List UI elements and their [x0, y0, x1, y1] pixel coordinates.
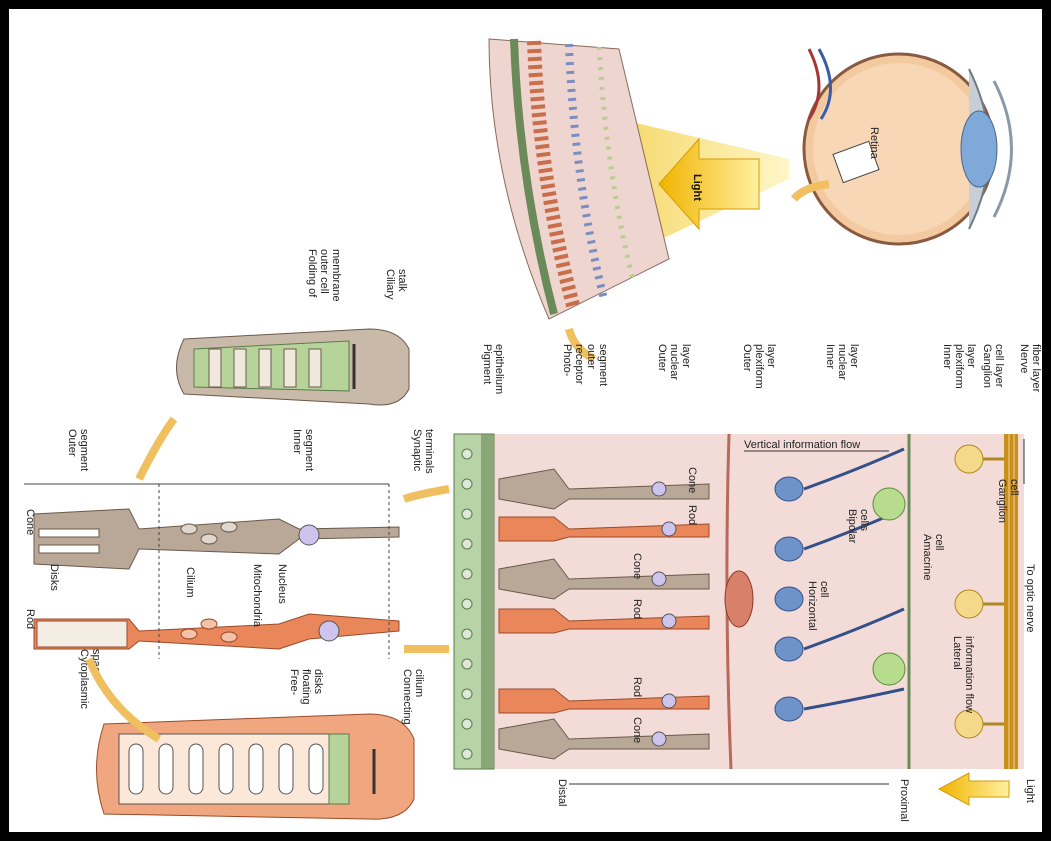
receptor-label-2: Cone: [631, 553, 643, 579]
folding-label: Folding ofouter cellmembrane: [306, 249, 342, 302]
distal-label: Distal: [556, 779, 568, 807]
to-optic-nerve-label: To optic nerve: [1024, 564, 1036, 632]
retina-wedge: [489, 39, 669, 319]
retina-diagram: Retina Light: [9, 9, 1042, 832]
rod-part-label: Rod: [24, 609, 36, 629]
proximal-label: Proximal: [898, 779, 910, 822]
ciliary-stalk-label: Ciliarystalk: [384, 269, 408, 300]
retina-label: Retina: [868, 127, 880, 160]
cone-zoom-arrow: [139, 419, 174, 479]
outer-segment-label: Outersegment: [66, 429, 90, 471]
figure-frame: Retina Light: [6, 6, 1045, 835]
synaptic-terminals-label: Synapticterminals: [411, 429, 435, 474]
connecting-cilium-label: Connectingcilium: [401, 669, 425, 725]
cone-part-label: Cone: [24, 509, 36, 535]
layer-label-inner-nuclear: Innernuclearlayer: [824, 344, 860, 380]
cone-detail-arrow: [404, 489, 449, 499]
layer-label-ganglion: Ganglioncell layer: [981, 344, 1005, 388]
nucleus-label: Nucleus: [276, 564, 288, 604]
receptor-label-4: Rod: [631, 677, 643, 697]
horizontal-cell: [725, 571, 753, 627]
rod-cell-detail: [34, 614, 399, 649]
receptor-label-0: Cone: [686, 467, 698, 493]
layer-labels: Nervefiber layer Ganglioncell layer Inne…: [481, 344, 1042, 394]
light-bottom-arrow-icon: [939, 773, 1009, 805]
cone-cell-detail: [34, 509, 399, 569]
vertical-flow-label: Vertical information flow: [744, 439, 860, 451]
cone-outer-segment-detail: [177, 329, 410, 405]
layer-label-nerve-fiber: Nervefiber layer: [1018, 344, 1042, 393]
layer-label-photoreceptor: Photo-receptoroutersegment: [561, 344, 609, 386]
receptor-label-5: Cone: [631, 717, 643, 743]
free-disks-label: Free-floatingdisks: [288, 669, 324, 704]
inner-segment-label: Innersegment: [291, 429, 315, 471]
light-beam-label: Light: [691, 174, 703, 201]
layer-label-inner-plexiform: Innerplexiformlayer: [941, 344, 977, 389]
cilium-label: Cilium: [184, 567, 196, 598]
receptor-label-3: Rod: [631, 599, 643, 619]
disks-label: Disks: [48, 564, 60, 591]
cell-part-labels: Synapticterminals Innersegment Outersegm…: [24, 429, 435, 709]
layer-label-pigment: Pigmentepithelium: [481, 344, 505, 394]
layer-label-outer-plexiform: Outerplexiformlayer: [741, 344, 777, 389]
receptor-label-1: Rod: [686, 505, 698, 525]
mitochondria-label: Mitochondria: [251, 564, 263, 628]
layer-label-outer-nuclear: Outernuclearlayer: [656, 344, 692, 380]
eyeball: [804, 49, 1012, 244]
light-bottom-label: Light: [1024, 779, 1036, 803]
